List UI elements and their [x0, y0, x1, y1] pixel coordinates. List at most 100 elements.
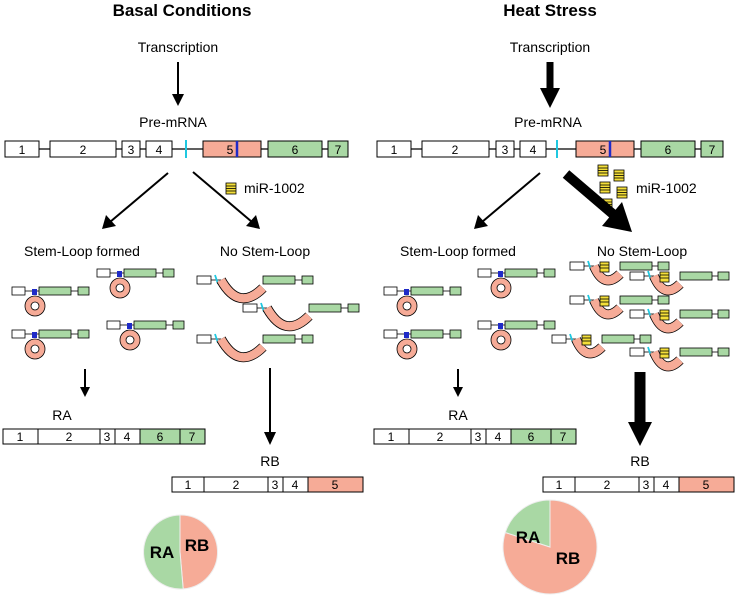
svg-text:3: 3: [502, 143, 509, 157]
exon-3-label: 3: [128, 143, 135, 157]
heat-premrna-label: Pre-mRNA: [514, 114, 582, 130]
exon-6-label: 6: [292, 143, 299, 157]
stem-loop-molecule: [11, 286, 90, 317]
exon-7-label: 7: [335, 143, 342, 157]
svg-text:6: 6: [528, 430, 535, 444]
exon-4: [145, 140, 173, 158]
heat-rb-label: RB: [630, 453, 649, 469]
no-stem-loop-molecule: [629, 270, 730, 296]
svg-text:4: 4: [124, 430, 131, 444]
basal-ra-arrow: [80, 369, 90, 397]
basal-rb-label: RB: [260, 453, 279, 469]
svg-text:1: 1: [17, 430, 24, 444]
panel-heat-stress: Heat Stress Transcription Pre-mRNA 1 2 3…: [373, 1, 735, 595]
basal-pie: RA RB: [143, 514, 219, 590]
svg-text:4: 4: [495, 430, 502, 444]
basal-premrna-label: Pre-mRNA: [139, 114, 207, 130]
exon-5-label: 5: [227, 143, 234, 157]
no-stem-loop-molecule: [629, 308, 730, 334]
heat-pie-ra-label: RA: [516, 528, 541, 547]
basal-mirna-icon: [225, 182, 237, 195]
heat-arrow-left: [474, 172, 541, 229]
stem-loop-molecule: [11, 329, 90, 360]
svg-text:2: 2: [66, 430, 73, 444]
svg-text:6: 6: [665, 143, 672, 157]
heat-rb-arrow: [628, 372, 652, 446]
svg-text:7: 7: [560, 430, 567, 444]
panel-basal: Basal Conditions Transcription Pre-mRNA …: [2, 1, 364, 590]
svg-text:5: 5: [332, 478, 339, 492]
svg-text:1: 1: [388, 430, 395, 444]
svg-text:3: 3: [104, 430, 111, 444]
stem-loop-molecule: [383, 329, 462, 360]
exon-2-label: 2: [80, 143, 87, 157]
basal-premrna-gene: 1 2 3 4 5 6 7: [4, 140, 349, 158]
heat-title: Heat Stress: [503, 1, 597, 20]
exon-5: [202, 140, 262, 158]
heat-pie: RA RB: [502, 499, 598, 595]
basal-ra-transcript: 1 2 3 4 6 7: [2, 428, 206, 445]
exon-7: [327, 140, 349, 158]
basal-pie-ra-slice: [143, 514, 184, 590]
basal-ra-label: RA: [52, 407, 72, 423]
basal-arrow-left: [102, 172, 169, 229]
no-stem-loop-molecule: [196, 333, 314, 363]
svg-text:2: 2: [452, 143, 459, 157]
svg-text:6: 6: [157, 430, 164, 444]
svg-text:5: 5: [600, 143, 607, 157]
svg-text:4: 4: [663, 478, 670, 492]
basal-stem-formed-label: Stem-Loop formed: [24, 243, 140, 259]
stem-loop-molecule: [477, 268, 556, 299]
stem-loop-molecule: [477, 320, 556, 351]
svg-text:4: 4: [292, 478, 299, 492]
basal-transcription-arrow: [172, 62, 184, 106]
stem-loop-molecule: [96, 268, 175, 299]
exon-3: [121, 140, 141, 158]
svg-text:3: 3: [475, 430, 482, 444]
svg-text:1: 1: [185, 478, 192, 492]
basal-pie-rb-slice: [179, 514, 219, 590]
basal-title: Basal Conditions: [113, 1, 252, 20]
heat-no-stem-label: No Stem-Loop: [597, 243, 687, 259]
svg-text:2: 2: [437, 430, 444, 444]
svg-text:3: 3: [643, 478, 650, 492]
no-stem-loop-molecule: [242, 302, 360, 332]
heat-arrow-right: [562, 170, 632, 232]
heat-mirna-label: miR-1002: [636, 180, 697, 196]
heat-premrna-gene: 1 2 3 4 5 6 7: [376, 140, 724, 158]
basal-arrow-right: [192, 171, 260, 229]
no-stem-loop-molecule: [569, 260, 670, 286]
no-stem-loop-molecule: [629, 346, 730, 372]
basal-transcription-label: Transcription: [138, 39, 218, 55]
svg-text:2: 2: [604, 478, 611, 492]
exon-1: [4, 140, 40, 158]
basal-pie-ra-label: RA: [150, 543, 175, 562]
basal-rb-transcript: 1 2 3 4 5: [171, 476, 364, 493]
exon-4-label: 4: [156, 143, 163, 157]
svg-text:4: 4: [530, 143, 537, 157]
stem-loop-molecule: [383, 286, 462, 317]
heat-pie-ra-slice: [504, 499, 551, 548]
heat-pie-rb-label: RB: [556, 549, 581, 568]
basal-no-stem-label: No Stem-Loop: [220, 243, 310, 259]
no-stem-loop-molecule: [196, 274, 314, 304]
no-stem-loop-molecule: [551, 333, 652, 359]
heat-rb-transcript: 1 2 3 4 5: [542, 476, 735, 493]
svg-text:7: 7: [189, 430, 196, 444]
svg-text:7: 7: [709, 143, 716, 157]
svg-text:5: 5: [703, 478, 710, 492]
heat-ra-transcript: 1 2 3 4 6 7: [373, 428, 577, 445]
basal-mirna-label: miR-1002: [244, 180, 305, 196]
heat-ra-label: RA: [448, 407, 468, 423]
svg-text:1: 1: [556, 478, 563, 492]
exon-1-label: 1: [19, 143, 26, 157]
svg-text:1: 1: [391, 143, 398, 157]
basal-rb-arrow: [264, 368, 276, 445]
heat-ra-arrow: [453, 369, 463, 397]
svg-text:3: 3: [272, 478, 279, 492]
heat-transcription-label: Transcription: [510, 39, 590, 55]
basal-pie-rb-label: RB: [185, 536, 210, 555]
exon-2: [49, 140, 117, 158]
no-stem-loop-molecule: [569, 294, 670, 320]
